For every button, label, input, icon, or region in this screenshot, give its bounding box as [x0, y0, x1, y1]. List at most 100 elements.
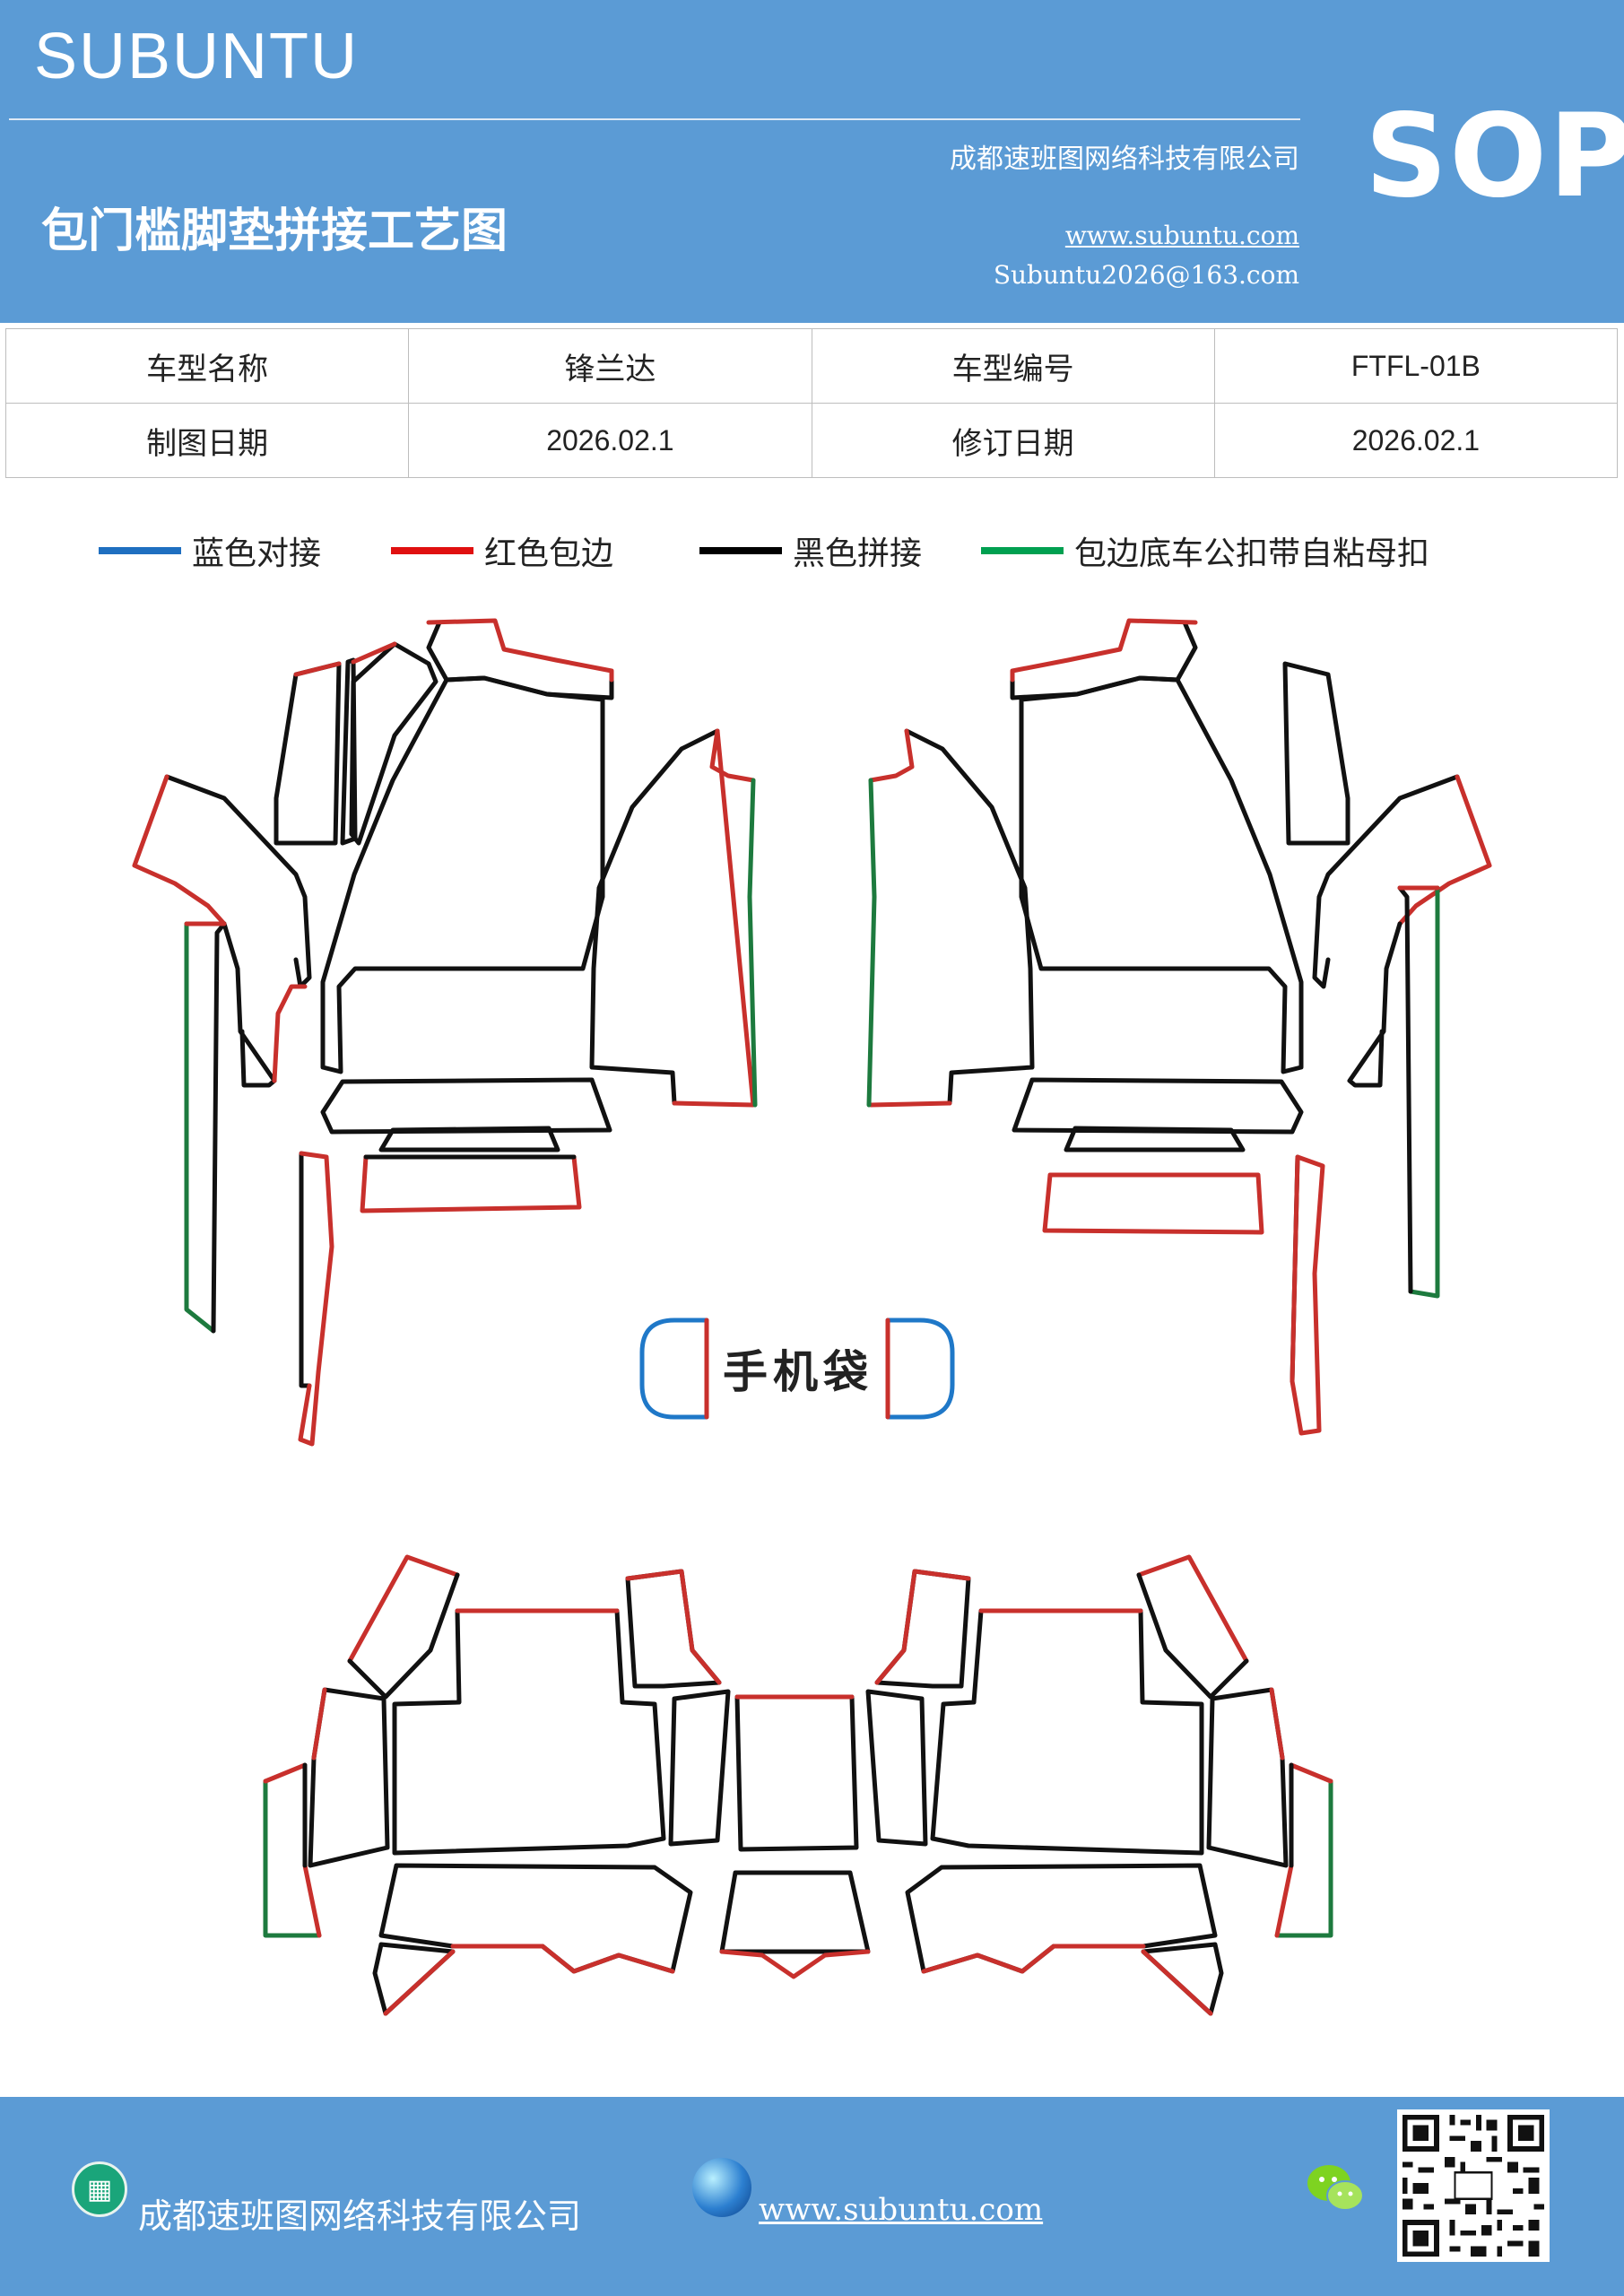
model-name-label: 车型名称 — [4, 328, 410, 404]
document-title: 包门槛脚垫拼接工艺图 — [41, 204, 508, 258]
mat-piece-red — [293, 661, 342, 677]
mat-piece-red — [360, 1154, 582, 1213]
mat-piece-black — [392, 1608, 666, 1856]
floor-mat-splice-diagram — [132, 618, 1492, 2016]
legend-swatch-black — [699, 547, 782, 554]
legend-item-green: 包边底车公扣带自粘母扣 — [981, 527, 1429, 574]
table-row: 车型名称 锋兰达 车型编号 FTFL-01B — [4, 328, 1619, 404]
footer-website-link[interactable]: www.subuntu.com — [759, 2192, 1044, 2228]
qr-code[interactable] — [1397, 2109, 1550, 2262]
mat-piece-black — [1312, 774, 1460, 989]
mat-piece-red — [426, 618, 614, 683]
mat-piece-red — [672, 728, 756, 1108]
model-name-value: 锋兰达 — [408, 328, 812, 404]
mat-piece-red — [868, 728, 915, 783]
table-row: 制图日期 2026.02.1 修订日期 2026.02.1 — [4, 403, 1619, 478]
mat-piece-red — [625, 1569, 722, 1685]
mat-piece-red — [868, 1100, 952, 1108]
legend-item-blue: 蓝色对接 — [99, 527, 321, 574]
mat-piece-red — [1042, 1172, 1264, 1235]
mat-piece-black — [221, 921, 277, 1088]
mat-piece-red — [1136, 1554, 1249, 1664]
header-company-name: 成都速班图网络科技有限公司 — [950, 144, 1299, 175]
mat-piece-black — [905, 1863, 1218, 1974]
mat-piece-red — [1010, 618, 1198, 683]
right-front-mat-group — [866, 618, 1492, 1436]
legend-label: 红色包边 — [484, 535, 614, 572]
phone-pocket-label: 手机袋 — [723, 1346, 873, 1398]
mat-piece-black — [320, 1077, 612, 1135]
mat-piece-black — [1136, 1572, 1249, 1700]
mat-piece-red — [132, 774, 227, 926]
legend-item-red: 红色包边 — [391, 527, 613, 574]
left-front-mat-group — [132, 618, 758, 1447]
mat-piece-black — [589, 728, 720, 1106]
header-divider — [9, 118, 1300, 120]
phone-pocket-group — [639, 1318, 955, 1420]
mat-piece-green — [747, 778, 758, 1108]
mat-piece-black — [347, 1572, 460, 1700]
mat-piece-red — [263, 1762, 322, 1938]
model-code-label: 车型编号 — [811, 328, 1215, 404]
pocket-right-blue — [885, 1318, 955, 1420]
mat-piece-black — [1141, 1942, 1224, 2016]
legend-swatch-green — [981, 547, 1064, 554]
mat-piece-black — [1019, 675, 1304, 1074]
header-banner — [0, 0, 1624, 323]
mat-piece-black — [734, 1694, 859, 1852]
mat-piece-black — [378, 1126, 560, 1152]
wechat-icon — [1307, 2165, 1364, 2211]
mat-piece-black — [719, 1870, 871, 1954]
brand-logo-text: SUBUNTU — [34, 21, 360, 92]
building-icon: ▦ — [72, 2161, 127, 2217]
mat-piece-red — [298, 1151, 334, 1447]
mat-piece-red — [1274, 1762, 1333, 1938]
mat-piece-green — [263, 1779, 322, 1938]
revision-date-label: 修订日期 — [811, 403, 1215, 478]
mat-piece-green — [1408, 885, 1440, 1299]
mat-piece-red — [1290, 1154, 1325, 1436]
mat-piece-red — [311, 1687, 327, 1761]
mat-piece-black — [668, 1689, 731, 1847]
legend-label: 包边底车公扣带自粘母扣 — [1074, 535, 1430, 572]
draw-date-label: 制图日期 — [4, 403, 410, 478]
globe-icon — [692, 2158, 751, 2217]
mat-piece-red — [383, 1949, 456, 2016]
mat-piece-green — [184, 921, 216, 1334]
legend-item-black: 黑色拼接 — [699, 527, 922, 574]
header-email: Subuntu2026@163.com — [993, 260, 1299, 290]
model-code-value: FTFL-01B — [1213, 328, 1619, 404]
mat-piece-red — [921, 1944, 1146, 1974]
footer-company-name: 成都速班图网络科技有限公司 — [138, 2196, 582, 2236]
header-website-link[interactable]: www.subuntu.com — [1064, 221, 1299, 250]
legend-label: 蓝色对接 — [192, 535, 322, 572]
mat-piece-black — [299, 1151, 312, 1388]
mat-piece-black — [865, 1689, 928, 1847]
legend-label: 黑色拼接 — [793, 535, 923, 572]
mat-piece-black — [274, 661, 342, 846]
mat-piece-red — [272, 984, 308, 1083]
mat-piece-black — [1347, 921, 1403, 1088]
mat-piece-black — [1397, 885, 1413, 1294]
mat-piece-red — [351, 641, 397, 665]
mat-piece-red — [719, 1949, 871, 1979]
mat-piece-green — [866, 778, 877, 1108]
mat-piece-red — [450, 1944, 675, 1974]
mat-piece-red — [709, 728, 756, 783]
mat-piece-black — [1064, 1126, 1246, 1152]
mat-piece-red — [1141, 1949, 1213, 2016]
revision-date-value: 2026.02.1 — [1213, 403, 1619, 478]
mat-piece-black — [320, 675, 605, 1074]
sop-badge: SOP — [1365, 90, 1624, 223]
mat-piece-black — [378, 1863, 693, 1974]
mat-piece-black — [1012, 1077, 1304, 1135]
pocket-left-blue — [639, 1318, 709, 1420]
mat-piece-red — [1397, 774, 1492, 926]
draw-date-value: 2026.02.1 — [408, 403, 812, 478]
mat-piece-black — [211, 921, 227, 1334]
rear-mat-group — [263, 1554, 1333, 2016]
mat-piece-red — [1269, 1687, 1285, 1761]
mat-piece-black — [349, 641, 439, 846]
mat-piece-black — [930, 1608, 1204, 1856]
mat-piece-red — [347, 1554, 460, 1664]
